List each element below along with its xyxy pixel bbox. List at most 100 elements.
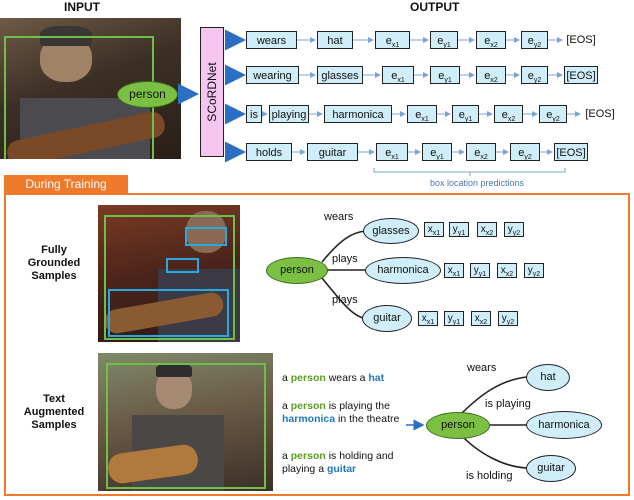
ta-predicate-1: wears — [467, 362, 497, 374]
fg-face-shape — [186, 211, 226, 253]
ta-photo — [98, 353, 273, 491]
row4-token-y1: ey1 — [422, 143, 452, 161]
fg-predicate-2: plays — [332, 253, 358, 265]
row3-token-x2: ex2 — [494, 105, 523, 123]
ta-edges — [459, 376, 528, 469]
ta-s3-subject: person — [290, 450, 326, 462]
fg-label-line-2: Grounded — [27, 257, 81, 269]
row1-token-object: hat — [317, 31, 353, 49]
row3-token-y2: ey2 — [539, 105, 567, 123]
fg-person-box — [104, 215, 235, 340]
row3-token-is: is — [246, 105, 262, 123]
ta-object-hat: hat — [526, 364, 570, 391]
fg-coord-x1: xx1 — [444, 263, 464, 278]
ta-hat-shape — [156, 363, 192, 377]
row4-token-x2: ex2 — [466, 143, 496, 161]
fg-coord-y1: yy1 — [470, 263, 490, 278]
row4-token-object: guitar — [307, 143, 358, 161]
ta-s1-subject: person — [290, 372, 326, 384]
row2-token-object: glasses — [317, 66, 363, 84]
fg-harmonica-box — [166, 258, 199, 273]
ta-s1-article: a — [282, 372, 291, 384]
fg-object-guitar: guitar — [362, 305, 412, 332]
fg-predicate-1: wears — [324, 211, 354, 223]
row3-token-eos: [EOS] — [585, 108, 615, 120]
output-header: OUTPUT — [410, 0, 460, 14]
input-photo — [0, 18, 181, 159]
row1-token-predicate: wears — [246, 31, 297, 49]
fg-label-line-3: Samples — [31, 270, 77, 282]
fg-coord-y1: yy1 — [449, 222, 469, 237]
fg-photo — [98, 205, 240, 342]
ta-label-line-3: Samples — [31, 419, 77, 431]
fg-coord-y2: yy2 — [498, 311, 518, 326]
fg-coord-y2: yy2 — [504, 222, 524, 237]
ta-s2-middle: is playing the — [325, 400, 390, 412]
ta-label-line-1: Text — [43, 393, 65, 405]
fully-grounded-label: Fully Grounded Samples — [18, 244, 90, 283]
row4-token-eos: [EOS] — [554, 143, 588, 161]
ta-s2-subject: person — [290, 400, 326, 412]
ta-predicate-2: is playing — [485, 398, 531, 410]
ta-s2-tail: in the theatre — [335, 413, 400, 425]
fg-glasses-box — [185, 227, 227, 246]
training-panel — [4, 193, 630, 496]
box-location-brace — [373, 168, 566, 173]
fg-predicate-3: plays — [332, 294, 358, 306]
row2-token-eos: [EOS] — [564, 66, 598, 84]
text-augmented-label: Text Augmented Samples — [18, 393, 90, 432]
row1-token-x1: ex1 — [375, 31, 410, 49]
ta-s2-object: harmonica — [282, 413, 336, 425]
row4-token-predicate: holds — [246, 143, 292, 161]
row2-token-y1: ey1 — [430, 66, 460, 84]
row2-token-y2: ey2 — [521, 66, 548, 84]
ta-s1-middle: wears a — [325, 372, 369, 384]
ta-s3-article: a — [282, 450, 291, 462]
input-header: INPUT — [64, 0, 100, 14]
fg-guitar-box — [108, 289, 229, 337]
ta-s3-middle: is holding and playing a — [282, 450, 394, 475]
scordnet-label: SCoRDNet — [205, 62, 219, 122]
fg-label-line-1: Fully — [41, 244, 67, 256]
ta-predicate-3: is holding — [466, 470, 513, 482]
fg-coord-x2: xx2 — [497, 263, 517, 278]
ta-sentence-2: a person is playing the harmonica in the… — [282, 400, 407, 426]
row1-token-eos: [EOS] — [566, 34, 596, 46]
ta-label-line-2: Augmented — [23, 406, 85, 418]
ta-s3-object: guitar — [326, 463, 357, 475]
ta-sentence-3: a person is holding and playing a guitar — [282, 450, 407, 476]
ta-sentence-1: a person wears a hat — [282, 372, 407, 385]
during-training-tab: During Training — [4, 175, 128, 193]
fg-coord-y1: yy1 — [444, 311, 464, 326]
fg-coord-x1: xx1 — [418, 311, 438, 326]
top-person-node: person — [117, 81, 178, 108]
row1-token-y2: ey2 — [521, 31, 548, 49]
row3-token-x1: ex1 — [407, 105, 437, 123]
row2-token-predicate: wearing — [246, 66, 299, 84]
ta-object-harmonica: harmonica — [526, 411, 602, 439]
fg-edges — [321, 230, 367, 319]
ta-person-node: person — [426, 412, 490, 439]
fg-coord-x2: xx2 — [477, 222, 497, 237]
ta-s1-object: hat — [368, 372, 385, 384]
ta-s2-article: a — [282, 400, 291, 412]
row1-token-y1: ey1 — [430, 31, 458, 49]
fg-coord-x1: xx1 — [424, 222, 444, 237]
fg-coord-y2: yy2 — [524, 263, 544, 278]
row3-token-object: harmonica — [324, 105, 392, 123]
row3-token-y1: ey1 — [452, 105, 479, 123]
row2-token-x1: ex1 — [382, 66, 414, 84]
fg-coord-x2: xx2 — [471, 311, 491, 326]
ta-person-box — [106, 363, 266, 489]
row4-token-y2: ey2 — [510, 143, 540, 161]
scordnet-block: SCoRDNet — [200, 27, 224, 157]
fg-object-glasses: glasses — [363, 218, 419, 244]
fg-object-harmonica: harmonica — [365, 257, 441, 284]
row4-token-x1: ex1 — [376, 143, 408, 161]
row1-token-x2: ex2 — [476, 31, 506, 49]
row3-token-playing: playing — [269, 105, 309, 123]
fg-person-node: person — [266, 257, 328, 284]
ta-object-guitar: guitar — [526, 455, 576, 482]
box-location-caption: box location predictions — [430, 178, 525, 188]
